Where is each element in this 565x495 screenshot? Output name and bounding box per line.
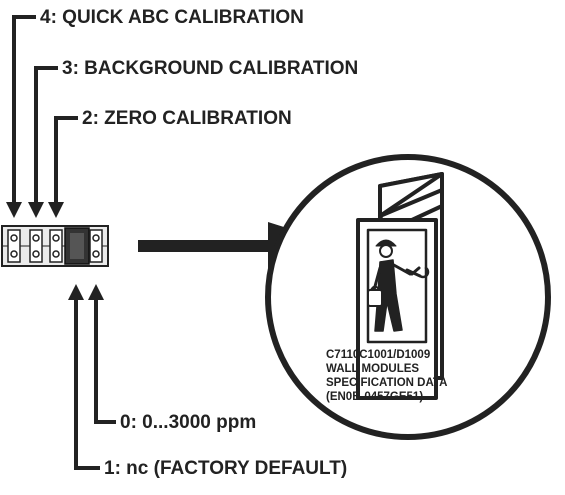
- label-nc-factory-default: 1: nc (FACTORY DEFAULT): [104, 458, 347, 479]
- label-range-0-3000-ppm: 0: 0...3000 ppm: [120, 412, 256, 433]
- pin-column-3: [29, 229, 43, 263]
- pin-column-2: [49, 229, 63, 263]
- label-quick-abc-calibration: 4: QUICK ABC CALIBRATION: [40, 7, 304, 28]
- pin-column-4: [7, 229, 21, 263]
- jumper-header-icon: [1, 225, 109, 267]
- book-doc-number: (EN0B-0457GE51): [326, 391, 423, 403]
- leader-nc-default: [68, 284, 100, 470]
- jumper-cap-icon: [64, 227, 90, 265]
- magnified-view: C7110C1001/D1009 WALL MODULES SPECIFICAT…: [265, 154, 551, 440]
- leader-quick-abc: [6, 15, 36, 218]
- book-model-number: C7110C1001/D1009: [326, 349, 430, 361]
- book-spec-data: SPECIFICATION DATA: [326, 377, 447, 389]
- book-title-wall-modules: WALL MODULES: [326, 363, 419, 375]
- label-background-calibration: 3: BACKGROUND CALIBRATION: [62, 58, 358, 79]
- leader-background: [28, 66, 58, 218]
- leader-range: [88, 284, 116, 424]
- pin-column-0: [89, 229, 103, 263]
- label-zero-calibration: 2: ZERO CALIBRATION: [82, 108, 292, 129]
- leader-zero: [48, 116, 78, 218]
- technician-with-wrench-icon: [367, 239, 430, 332]
